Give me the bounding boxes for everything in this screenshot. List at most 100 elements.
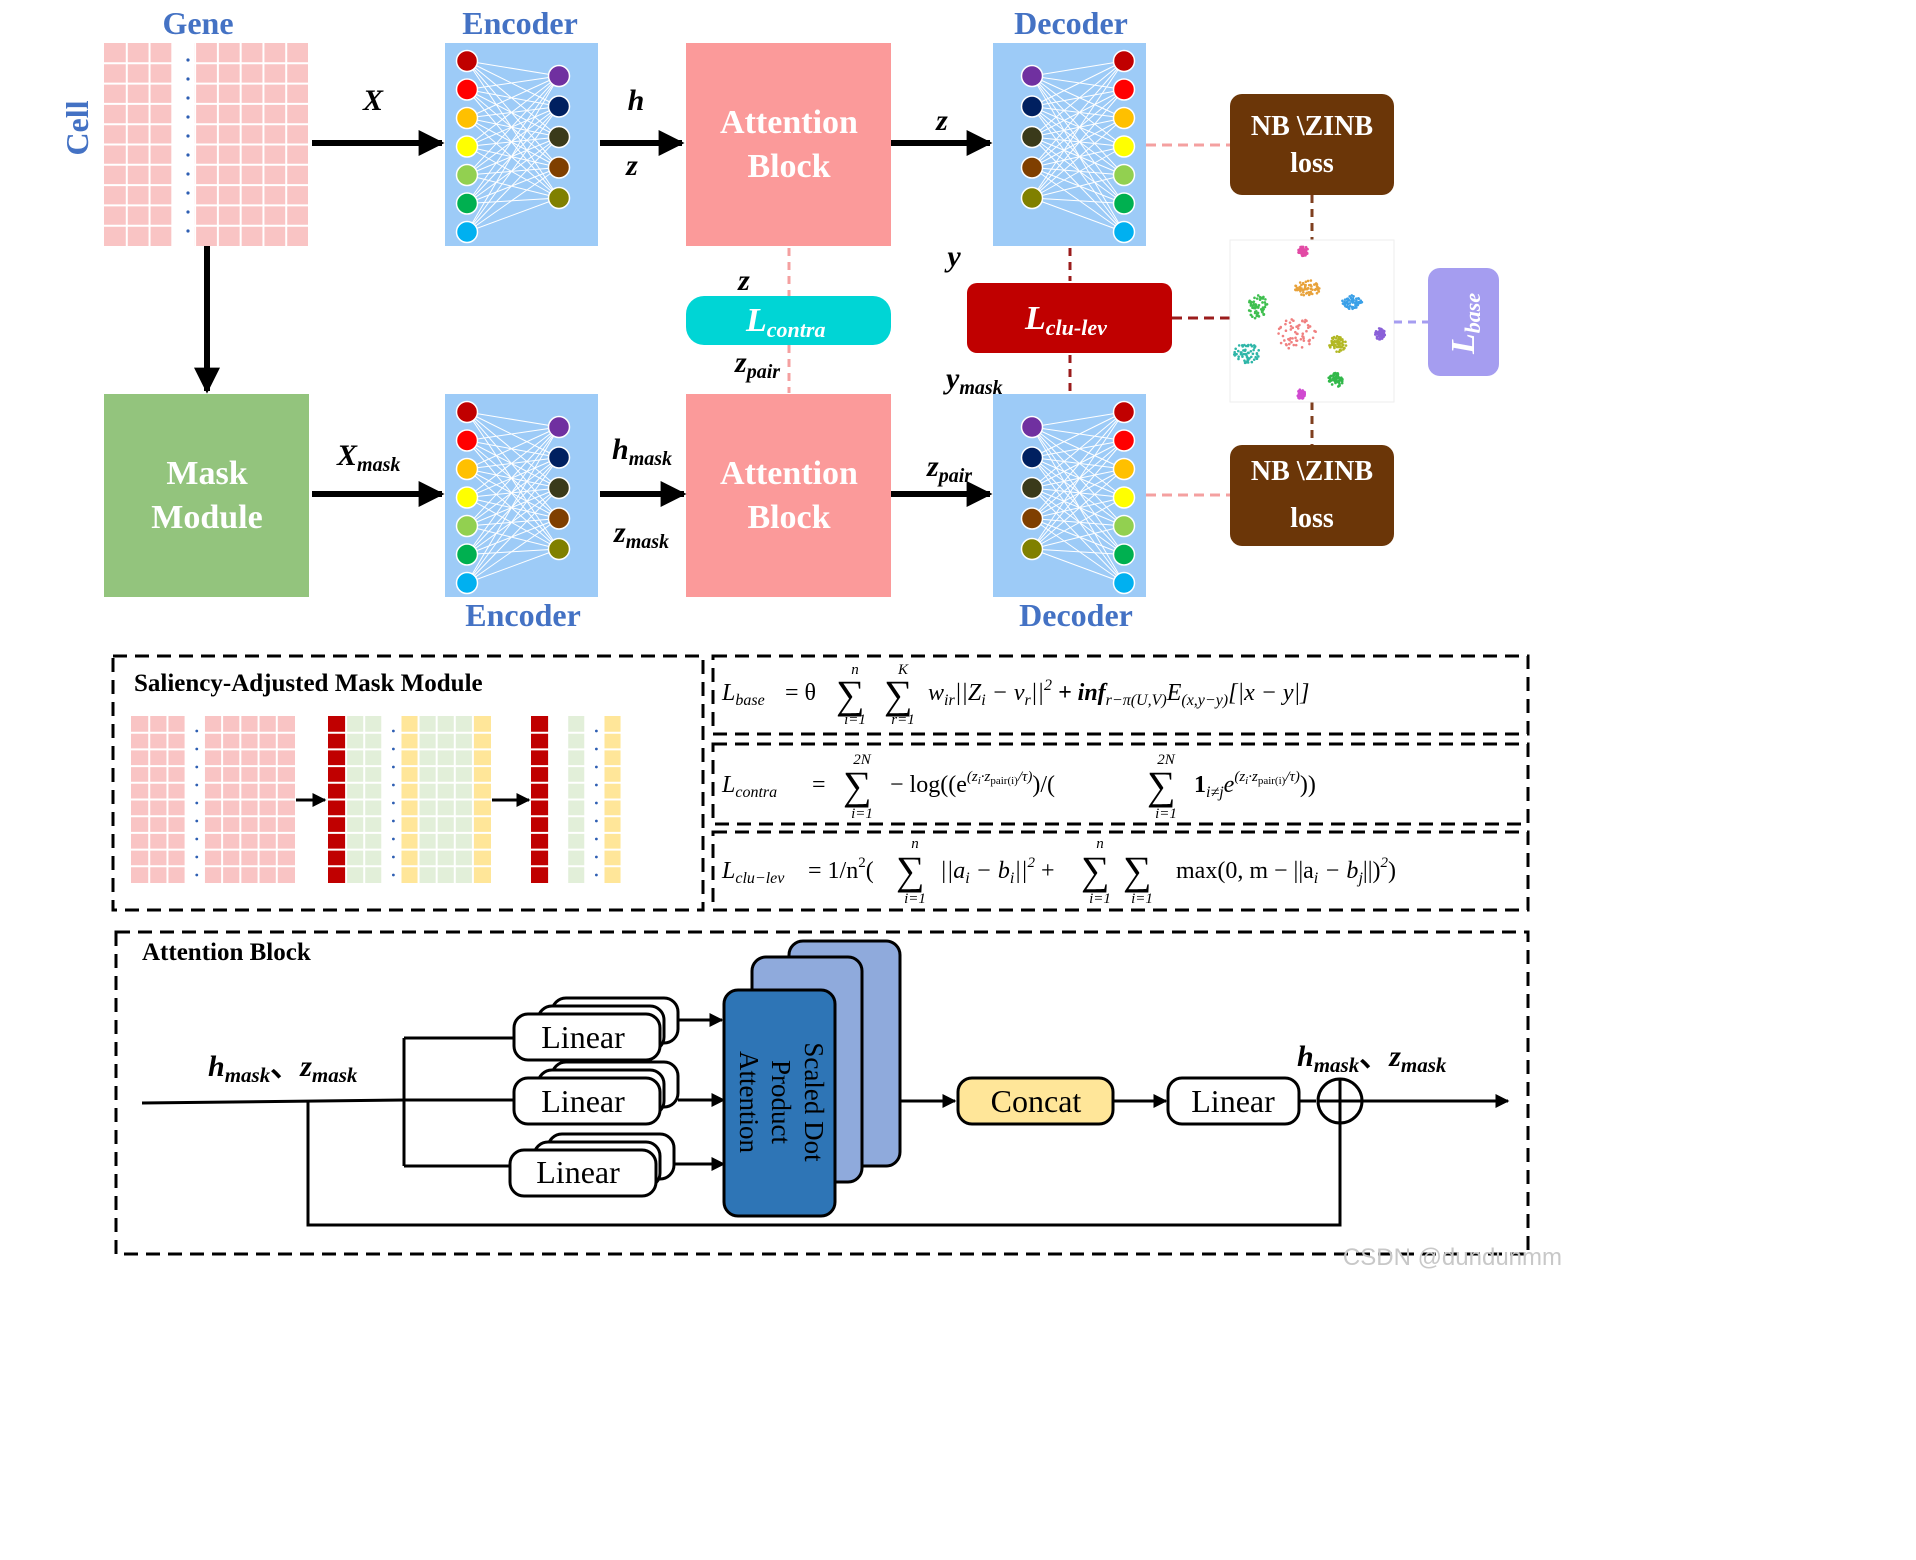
decoder-top-label: Decoder [1014, 5, 1128, 41]
attention-top-line1: Attention [720, 104, 858, 141]
top-pipeline: Gene Cell Encoder Encoder Decoder Decode… [59, 5, 1499, 633]
label-h: h [628, 84, 645, 117]
label-y: y [944, 240, 961, 273]
attention-bottom-line2: Block [747, 499, 830, 536]
attention-block-bottom [686, 394, 891, 597]
saliency-panel: Saliency-Adjusted Mask Module [111, 654, 705, 912]
l-contra-box [686, 296, 891, 345]
label-x: X [362, 84, 384, 117]
watermark: CSDN @dundunmm [1342, 1244, 1562, 1271]
linear-stack-1 [512, 996, 680, 1062]
linear-label-2: Linear [541, 1083, 625, 1119]
attention-block-title: Attention Block [142, 939, 311, 966]
svg-text:max(0, m − ||ai− bj||)2): max(0, m − ||ai− bj||)2) [1176, 855, 1396, 887]
svg-text:= θ: = θ [785, 680, 816, 706]
gene-label: Gene [162, 5, 233, 41]
gene-matrix [104, 43, 310, 246]
l-clu-lev-text: Lclu-lev [1024, 300, 1107, 340]
attention-bottom-line1: Attention [720, 455, 858, 492]
residual-path [306, 1102, 1342, 1227]
l-clu-lev-box [967, 283, 1172, 353]
l-contra-text: Lcontra [745, 302, 825, 342]
svg-text:i=1: i=1 [1131, 891, 1153, 907]
svg-text:n: n [851, 662, 859, 678]
svg-text:i=1: i=1 [851, 806, 873, 822]
svg-text:2N: 2N [853, 752, 872, 768]
svg-text:r=1: r=1 [891, 712, 914, 728]
svg-text:Lcontra: Lcontra [721, 772, 777, 801]
linear-label-1: Linear [541, 1019, 625, 1055]
linear-label-3: Linear [536, 1154, 620, 1190]
cell-label: Cell [59, 100, 95, 155]
encoder-top [445, 43, 598, 246]
formula-l-contra: Lcontra = 2N ∑ i=1 − log((e(zi·zpair(i)/… [721, 752, 1316, 822]
decoder-bottom-label: Decoder [1019, 597, 1133, 633]
svg-text:∑: ∑ [843, 763, 872, 808]
attention-input-label: hmask、zmask [208, 1050, 358, 1087]
svg-text:i=1: i=1 [1089, 891, 1111, 907]
encoder-bottom [445, 394, 598, 597]
label-z-contra: z [737, 264, 750, 297]
formula-l-base: Lbase = θ n ∑ i=1 K ∑ r=1 wir||Zi− νr||2… [721, 662, 1310, 728]
svg-text:Lclu−lev: Lclu−lev [721, 858, 785, 887]
svg-text:∑: ∑ [896, 848, 925, 893]
loss-top-box [1230, 94, 1394, 195]
label-z-under-h: z [625, 149, 638, 182]
concat-label: Concat [991, 1083, 1082, 1119]
label-zpair-contra: zpair [734, 346, 780, 383]
attention-output-label: hmask、zmask [1297, 1040, 1447, 1077]
svg-text:Lbase: Lbase [721, 680, 765, 709]
sdpa-line3: Attention [734, 1051, 764, 1153]
attention-block-detail: Attention Block hmask、zmask Linear Linea… [114, 930, 1530, 1256]
formula-panel: Lbase = θ n ∑ i=1 K ∑ r=1 wir||Zi− νr||2… [711, 654, 1530, 912]
svg-text:∑: ∑ [1123, 848, 1152, 893]
svg-text:||ai− bi||2+: ||ai− bi||2+ [940, 855, 1055, 887]
label-hmask: hmask [612, 433, 672, 470]
attention-block-top [686, 43, 891, 246]
loss-top-line1: NB \ZINB [1251, 111, 1373, 142]
svg-text:K: K [897, 662, 909, 678]
formula-l-clu-lev: Lclu−lev = 1/n2( n ∑ i=1 ||ai− bi||2+ n … [721, 836, 1396, 907]
sdpa-line2: Product [766, 1060, 796, 1144]
svg-text:− log((e(zi·zpair(i)/τ))/(: − log((e(zi·zpair(i)/τ))/( [890, 769, 1055, 798]
svg-text:wir||Zi− νr||2+ infr−π(U,V)E(x: wir||Zi− νr||2+ infr−π(U,V)E(x,y−y)[|x −… [928, 677, 1310, 709]
mask-module-line2: Module [151, 499, 262, 536]
mask-module-line1: Mask [166, 455, 247, 492]
encoder-top-label: Encoder [462, 5, 578, 41]
linear-stack-2 [512, 1060, 680, 1126]
input-line [141, 1098, 405, 1105]
loss-bottom-line1: NB \ZINB [1251, 456, 1373, 487]
cluster-scatter-plot [1229, 239, 1395, 403]
label-zpair-right: zpair [926, 450, 972, 487]
svg-text:n: n [1096, 836, 1104, 852]
l-base-text: Lbase [1445, 293, 1485, 355]
sdpa-line1: Scaled Dot [799, 1042, 829, 1162]
loss-bottom-box [1230, 445, 1394, 546]
attention-top-line2: Block [747, 148, 830, 185]
l-base-box [1428, 268, 1499, 376]
linear-stack-3 [508, 1132, 676, 1198]
linear-out-label: Linear [1191, 1083, 1275, 1119]
saliency-title: Saliency-Adjusted Mask Module [134, 670, 483, 697]
svg-text:i=1: i=1 [844, 712, 866, 728]
loss-bottom-line2: loss [1290, 503, 1334, 534]
loss-top-line2: loss [1290, 148, 1334, 179]
decoder-bottom [993, 394, 1146, 597]
decoder-top [993, 43, 1146, 246]
svg-text:i=1: i=1 [904, 891, 926, 907]
label-z-right: z [935, 104, 948, 137]
svg-text:i=1: i=1 [1155, 806, 1177, 822]
label-ymask: ymask [943, 362, 1003, 399]
svg-text:∑: ∑ [1081, 848, 1110, 893]
svg-text:1i≠je(zi·zpair(i)/τ))): 1i≠je(zi·zpair(i)/τ))) [1194, 769, 1316, 801]
label-xmask: Xmask [336, 439, 400, 476]
mask-module-box [104, 394, 309, 597]
svg-text:∑: ∑ [1147, 763, 1176, 808]
svg-text:2N: 2N [1157, 752, 1176, 768]
label-zmask: zmask [613, 516, 669, 553]
svg-text:n: n [911, 836, 919, 852]
encoder-bottom-label: Encoder [465, 597, 581, 633]
svg-text:∑: ∑ [884, 672, 913, 717]
residual-add-icon [1316, 1077, 1364, 1125]
svg-text:= 1/n2(: = 1/n2( [808, 855, 874, 884]
